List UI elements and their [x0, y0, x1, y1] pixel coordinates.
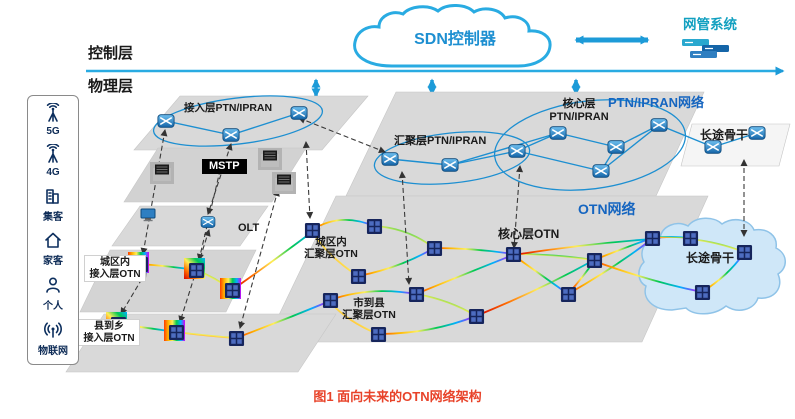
sidebar-item-home-customer: 家客 [42, 229, 64, 267]
sidebar-item-4g: 4G [42, 143, 64, 178]
otn-node-icon [366, 218, 383, 235]
otn-node-icon [682, 230, 699, 247]
antenna-5g-icon [46, 103, 60, 123]
physical-layer-label: 物理层 [88, 78, 134, 95]
otn-node-icon [736, 244, 753, 261]
mstp-device-icon [260, 150, 280, 168]
otn-node-icon [505, 246, 522, 263]
ptn-router-icon [222, 128, 240, 142]
sidebar-item-label: 家客 [43, 256, 63, 268]
ptn-router-icon [441, 158, 459, 172]
otn-node-icon [168, 324, 185, 341]
core-ptn-ring [493, 99, 687, 191]
ptn-router-icon [650, 118, 668, 132]
longhaul-ptn-label: 长途骨干 [700, 128, 749, 142]
building-icon [46, 188, 59, 204]
nms-label: 网管系统 [683, 17, 737, 32]
iot-tower-icon [44, 322, 62, 338]
sidebar-item-personal: 个人 [42, 274, 64, 312]
ptn-router-icon [381, 152, 399, 166]
otn-node-icon [224, 282, 241, 299]
sdn-cloud [353, 4, 552, 68]
county-access-otn-label: 县到乡 接入层OTN [78, 319, 140, 346]
otn-node-icon [426, 240, 443, 257]
sidebar-item-group-customer: 集客 [42, 185, 64, 223]
sidebar-item-label: 5G [46, 126, 60, 138]
mstp-label: MSTP [202, 159, 247, 174]
core-ptn-label: 核心层 PTN/IPRAN [549, 98, 609, 123]
aggregation-ptn-ring [373, 131, 531, 185]
otn-node-icon [408, 286, 425, 303]
control-arrows [86, 35, 785, 98]
ptn-network-title: PTN/IPRAN网络 [607, 95, 705, 110]
sidebar-item-5g: 5G [42, 103, 64, 137]
sidebar-item-label: 物联网 [38, 345, 68, 357]
sidebar-item-iot: 物联网 [38, 319, 68, 357]
control-layer-label: 控制层 [88, 45, 134, 62]
mstp-device-icon [152, 164, 172, 182]
ptn-router-icon [607, 140, 625, 154]
county-aggregation-otn-label: 市到县 汇聚层OTN [342, 297, 396, 322]
antenna-4g-icon [46, 143, 60, 163]
mstp-device-icon [274, 174, 294, 192]
sidebar-item-label: 集客 [43, 211, 63, 223]
otn-node-icon [322, 292, 339, 309]
otn-node-icon [228, 330, 245, 347]
person-icon [46, 277, 60, 293]
ptn-router-icon [157, 114, 175, 128]
metro-access-otn-label: 城区内 接入层OTN [84, 255, 146, 282]
ptn-router-icon [592, 164, 610, 178]
ptn-router-icon [290, 106, 308, 120]
otn-node-icon [370, 326, 387, 343]
otn-node-icon [350, 268, 367, 285]
otn-node-icon [560, 286, 577, 303]
sdn-controller-label: SDN控制器 [414, 31, 496, 48]
core-otn-label: 核心层OTN [498, 227, 560, 241]
sidebar-item-label: 4G [46, 166, 60, 178]
longhaul-otn-label: 长途骨干 [686, 251, 735, 265]
olt-label: OLT [238, 222, 260, 234]
home-icon [45, 232, 61, 249]
ptn-router-icon [748, 126, 766, 140]
sidebar-item-label: 个人 [43, 300, 63, 312]
ptn-router-icon [508, 144, 526, 158]
figure-caption: 图1 面向未来的OTN网络架构 [313, 389, 482, 404]
otn-node-icon [644, 230, 661, 247]
otn-network-title: OTN网络 [578, 201, 636, 217]
ptn-router-icon [549, 126, 567, 140]
otn-node-icon [468, 308, 485, 325]
customer-types-panel: 5G 4G 集客 家客 个人 物 [27, 95, 79, 365]
access-ptn-label: 接入层PTN/IPRAN [184, 102, 273, 114]
otn-node-icon [188, 262, 205, 279]
aggregation-ptn-label: 汇聚层PTN/IPRAN [394, 135, 487, 147]
otn-node-icon [586, 252, 603, 269]
metro-aggregation-otn-label: 城区内 汇聚层OTN [304, 236, 358, 261]
nms-servers-icon [682, 39, 729, 58]
otn-node-icon [694, 284, 711, 301]
olt-device-icon [200, 216, 216, 228]
